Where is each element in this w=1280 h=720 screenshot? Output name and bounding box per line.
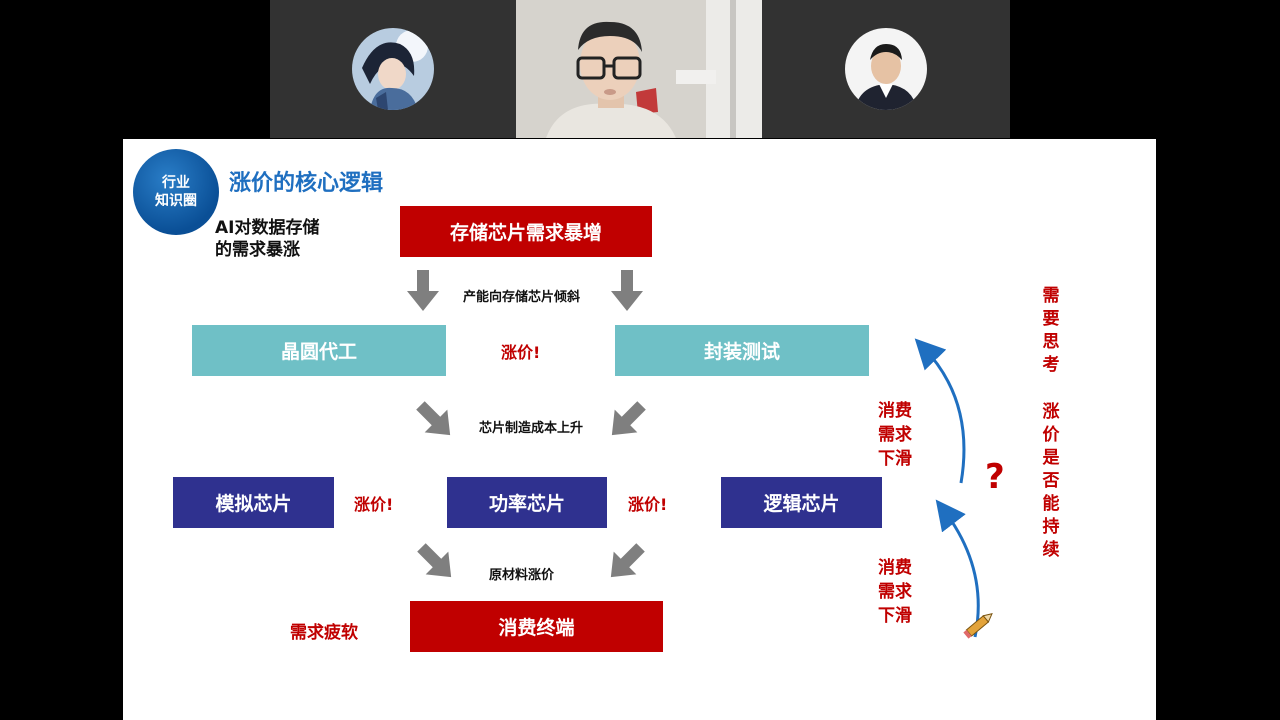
arrow-diag-left-3 <box>417 543 452 578</box>
participant-tile-2-speaker[interactable] <box>516 0 762 138</box>
price-up-label-3: 涨价! <box>628 495 668 514</box>
arrow-down-left-1 <box>407 270 439 311</box>
arrow-diag-left-2 <box>416 401 451 436</box>
storage-demand-box: 存储芯片需求暴增 <box>400 206 652 257</box>
speaker-video <box>516 0 762 138</box>
arrow-diag-right-3 <box>610 543 645 578</box>
curve-arrow-upper <box>914 338 966 484</box>
participant-avatar-anime <box>352 28 434 110</box>
price-up-label-1: 涨价! <box>501 343 541 362</box>
consumer-decline-label-2: 消费需求下滑 <box>878 558 912 626</box>
slide-title: 涨价的核心逻辑 <box>229 171 384 196</box>
badge-line-2: 知识圈 <box>155 193 197 209</box>
cost-rise-label: 芯片制造成本上升 <box>479 421 584 436</box>
flow-arrows <box>407 270 993 639</box>
sustainability-question-label: 涨价是否能持续 <box>1042 402 1060 560</box>
participant-tile-1[interactable] <box>270 0 516 138</box>
consumer-terminal-box: 消费终端 <box>410 601 663 652</box>
pencil-cursor-icon <box>963 612 993 639</box>
participant-avatar-photo <box>845 28 927 110</box>
analog-chip-box: 模拟芯片 <box>173 477 334 528</box>
power-chip-box: 功率芯片 <box>447 477 607 528</box>
shared-slide: 行业 知识圈 涨价的核心逻辑 AI对数据存储 的需求暴涨 存储芯片需求暴增 晶圆… <box>123 139 1156 720</box>
participant-tile-3[interactable] <box>762 0 1010 138</box>
material-rise-label: 原材料涨价 <box>489 568 555 583</box>
logic-chip-box: 逻辑芯片 <box>721 477 882 528</box>
arrow-diag-right-2 <box>611 401 646 436</box>
price-up-label-2: 涨价! <box>354 495 394 514</box>
packaging-testing-box: 封装测试 <box>615 325 869 376</box>
curve-arrow-lower <box>935 499 980 638</box>
ai-demand-note: AI对数据存储 的需求暴涨 <box>215 218 320 260</box>
consumer-decline-label-1: 消费需求下滑 <box>878 401 912 469</box>
question-mark: ? <box>985 457 1005 497</box>
wafer-foundry-box: 晶圆代工 <box>192 325 446 376</box>
industry-circle-badge: 行业 知识圈 <box>133 149 219 235</box>
weak-demand-label: 需求疲软 <box>290 623 358 643</box>
think-label: 需要思考 <box>1042 286 1060 375</box>
capacity-shift-label: 产能向存储芯片倾斜 <box>463 290 581 305</box>
badge-line-1: 行业 <box>162 175 190 191</box>
arrow-down-right-1 <box>611 270 643 311</box>
